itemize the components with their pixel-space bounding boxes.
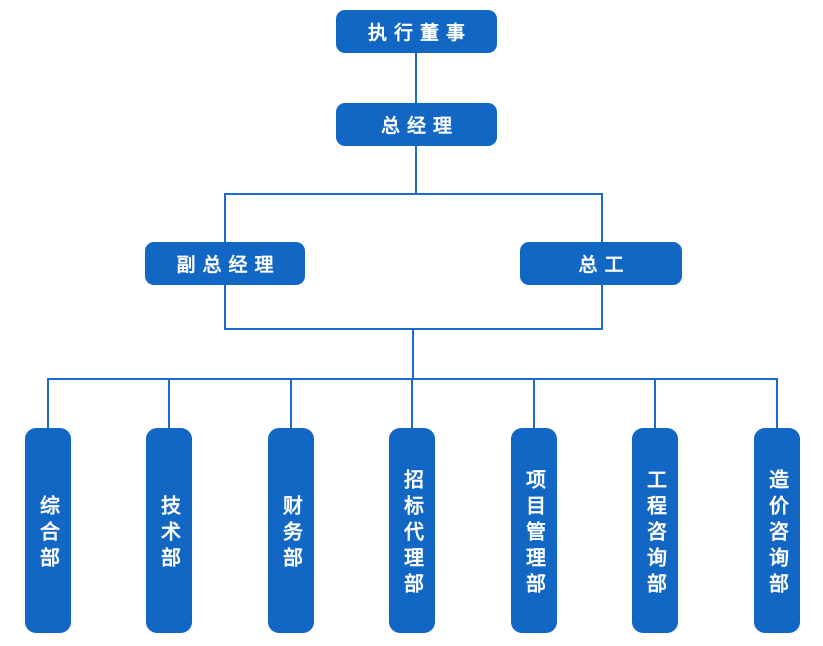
org-node-label: 综合部 [36, 494, 59, 573]
connector-stub-dept-6 [654, 380, 656, 428]
connector-stub-dept-5 [533, 380, 535, 428]
org-node-deputy-general-manager: 副总经理 [145, 242, 305, 285]
org-node-label: 造价咨询部 [765, 468, 788, 599]
org-node-label: 副总经理 [176, 255, 281, 276]
connector-stub-dept-4 [411, 380, 413, 428]
org-node-label: 招标代理部 [400, 468, 423, 599]
org-node-department-finance: 财务部 [268, 428, 314, 633]
connector-stub-dept-1 [47, 380, 49, 428]
org-node-department-cost-consulting: 造价咨询部 [754, 428, 800, 633]
org-node-department-bidding-agency: 招标代理部 [389, 428, 435, 633]
connector-stub-dept-3 [290, 380, 292, 428]
connector-branch-to-departments [412, 330, 414, 379]
org-node-department-project-management: 项目管理部 [511, 428, 557, 633]
org-node-department-general-affairs: 综合部 [25, 428, 71, 633]
org-node-label: 技术部 [157, 494, 180, 573]
org-node-department-technology: 技术部 [146, 428, 192, 633]
connector-stub-dept-2 [168, 380, 170, 428]
org-node-label: 财务部 [279, 494, 302, 573]
connector-gm-to-branch [415, 146, 417, 193]
org-node-label: 执行董事 [367, 23, 472, 44]
org-node-executive-director: 执行董事 [336, 10, 497, 53]
connector-exec-to-gm [415, 53, 417, 103]
connector-stub-dept-7 [776, 380, 778, 428]
org-node-chief-engineer: 总工 [520, 242, 682, 285]
org-node-label: 工程咨询部 [643, 468, 666, 599]
org-node-department-engineering-consulting: 工程咨询部 [632, 428, 678, 633]
org-node-label: 总工 [578, 255, 631, 276]
org-node-label: 总经理 [380, 116, 459, 137]
org-node-general-manager: 总经理 [336, 103, 497, 146]
org-node-label: 项目管理部 [522, 468, 545, 599]
connector-departments-horizontal [47, 378, 778, 380]
